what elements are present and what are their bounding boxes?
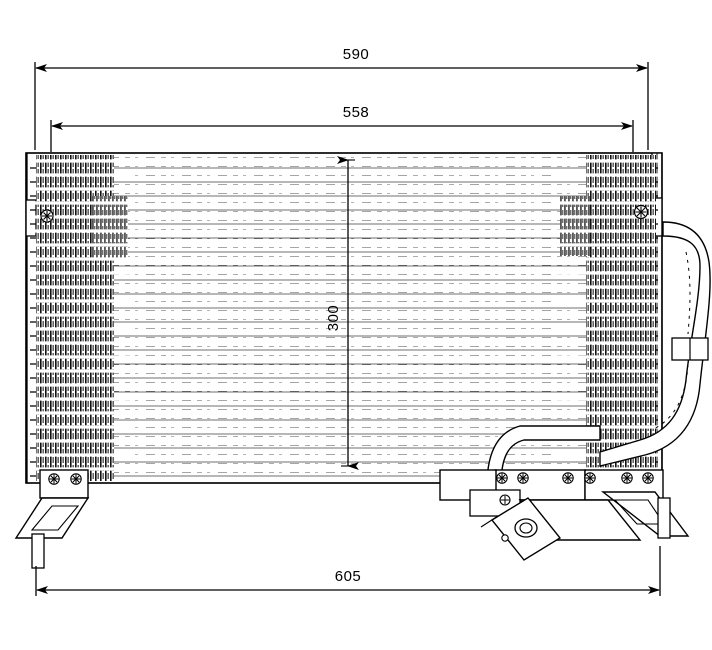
mount-screw-icon: [584, 472, 596, 484]
dimension-558: [50, 120, 634, 152]
dimension-300: [337, 156, 359, 470]
left-foot-pin: [31, 533, 45, 569]
dimension-label-558: 558: [343, 104, 370, 121]
left-fin-hatching: [34, 155, 132, 481]
core-outline-overlay: [25, 152, 663, 484]
mount-screw-icon: [499, 494, 511, 506]
bracket-screw-icon: [70, 473, 82, 485]
mount-screw-icon: [562, 472, 574, 484]
bottom-left-bracket: [14, 469, 90, 569]
foot-right-pin: [657, 497, 671, 539]
outlet-pipe-right: [599, 221, 711, 467]
outlet-pipe-path: [599, 221, 711, 467]
mount-screw-icon: [517, 472, 529, 484]
left-bracket-plate: [39, 469, 89, 499]
left-tank-outer: [8, 152, 18, 484]
left-tank-screw-icon: [40, 209, 54, 223]
lower-loop-path: [486, 425, 601, 487]
mount-screw-icon: [642, 472, 654, 484]
dimension-label-590: 590: [343, 46, 370, 63]
dimension-label-605: 605: [335, 568, 362, 585]
dimension-590: [34, 62, 649, 150]
mount-screw-icon: [621, 472, 633, 484]
eyelet-bracket: [480, 497, 642, 561]
right-tank-screw-icon: [633, 204, 649, 220]
dimension-605: [35, 546, 661, 596]
dimension-label-300: 300: [325, 305, 342, 332]
mount-screw-icon: [496, 472, 508, 484]
eyelet-small-hole: [501, 534, 509, 542]
left-tank-fitting: [26, 199, 37, 237]
eyelet-hole-inner: [519, 522, 533, 534]
left-foot-plate: [14, 497, 90, 539]
outlet-pipe-lower-loop: [486, 425, 601, 487]
bottom-right-foot: [600, 491, 690, 539]
bracket-screw-icon: [48, 473, 60, 485]
